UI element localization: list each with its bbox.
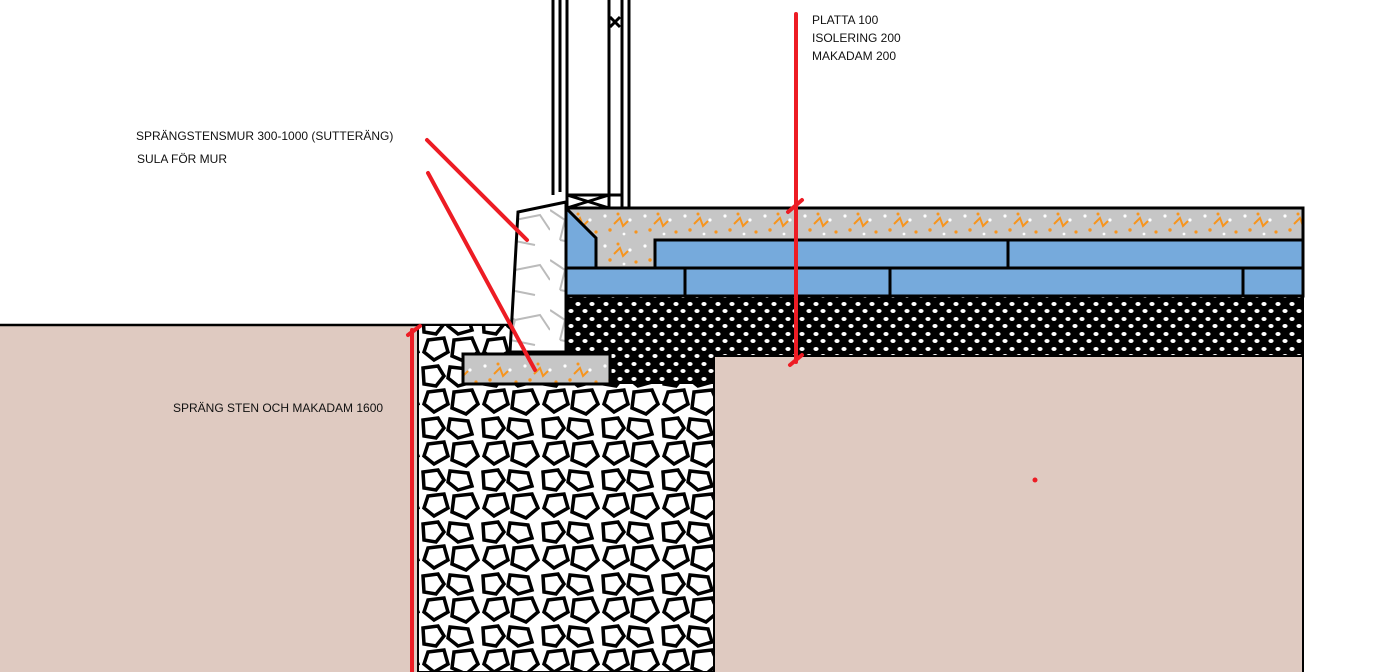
concrete-slab xyxy=(562,206,1305,270)
label-wall: SPRÄNGSTENSMUR 300-1000 (SUTTERÄNG) xyxy=(136,129,394,143)
macadam-layer xyxy=(565,295,1304,357)
label-macadam-layer: MAKADAM 200 xyxy=(812,49,897,63)
label-slab-layer: PLATTA 100 xyxy=(812,13,879,27)
blasted-stone-wall xyxy=(508,200,568,354)
label-slab: PLATTA 100 ISOLERING 200 MAKADAM 200 xyxy=(812,11,901,65)
annotation-lines xyxy=(406,12,804,672)
label-footing: SULA FÖR MUR xyxy=(137,152,228,166)
existing-ground-left xyxy=(0,325,420,672)
marker-dot xyxy=(1032,477,1038,483)
existing-ground-under-slab xyxy=(714,356,1303,672)
label-fill: SPRÄNG STEN OCH MAKADAM 1600 xyxy=(173,401,384,415)
house-wall-frame xyxy=(551,0,631,210)
label-insulation-layer: ISOLERING 200 xyxy=(812,31,901,45)
